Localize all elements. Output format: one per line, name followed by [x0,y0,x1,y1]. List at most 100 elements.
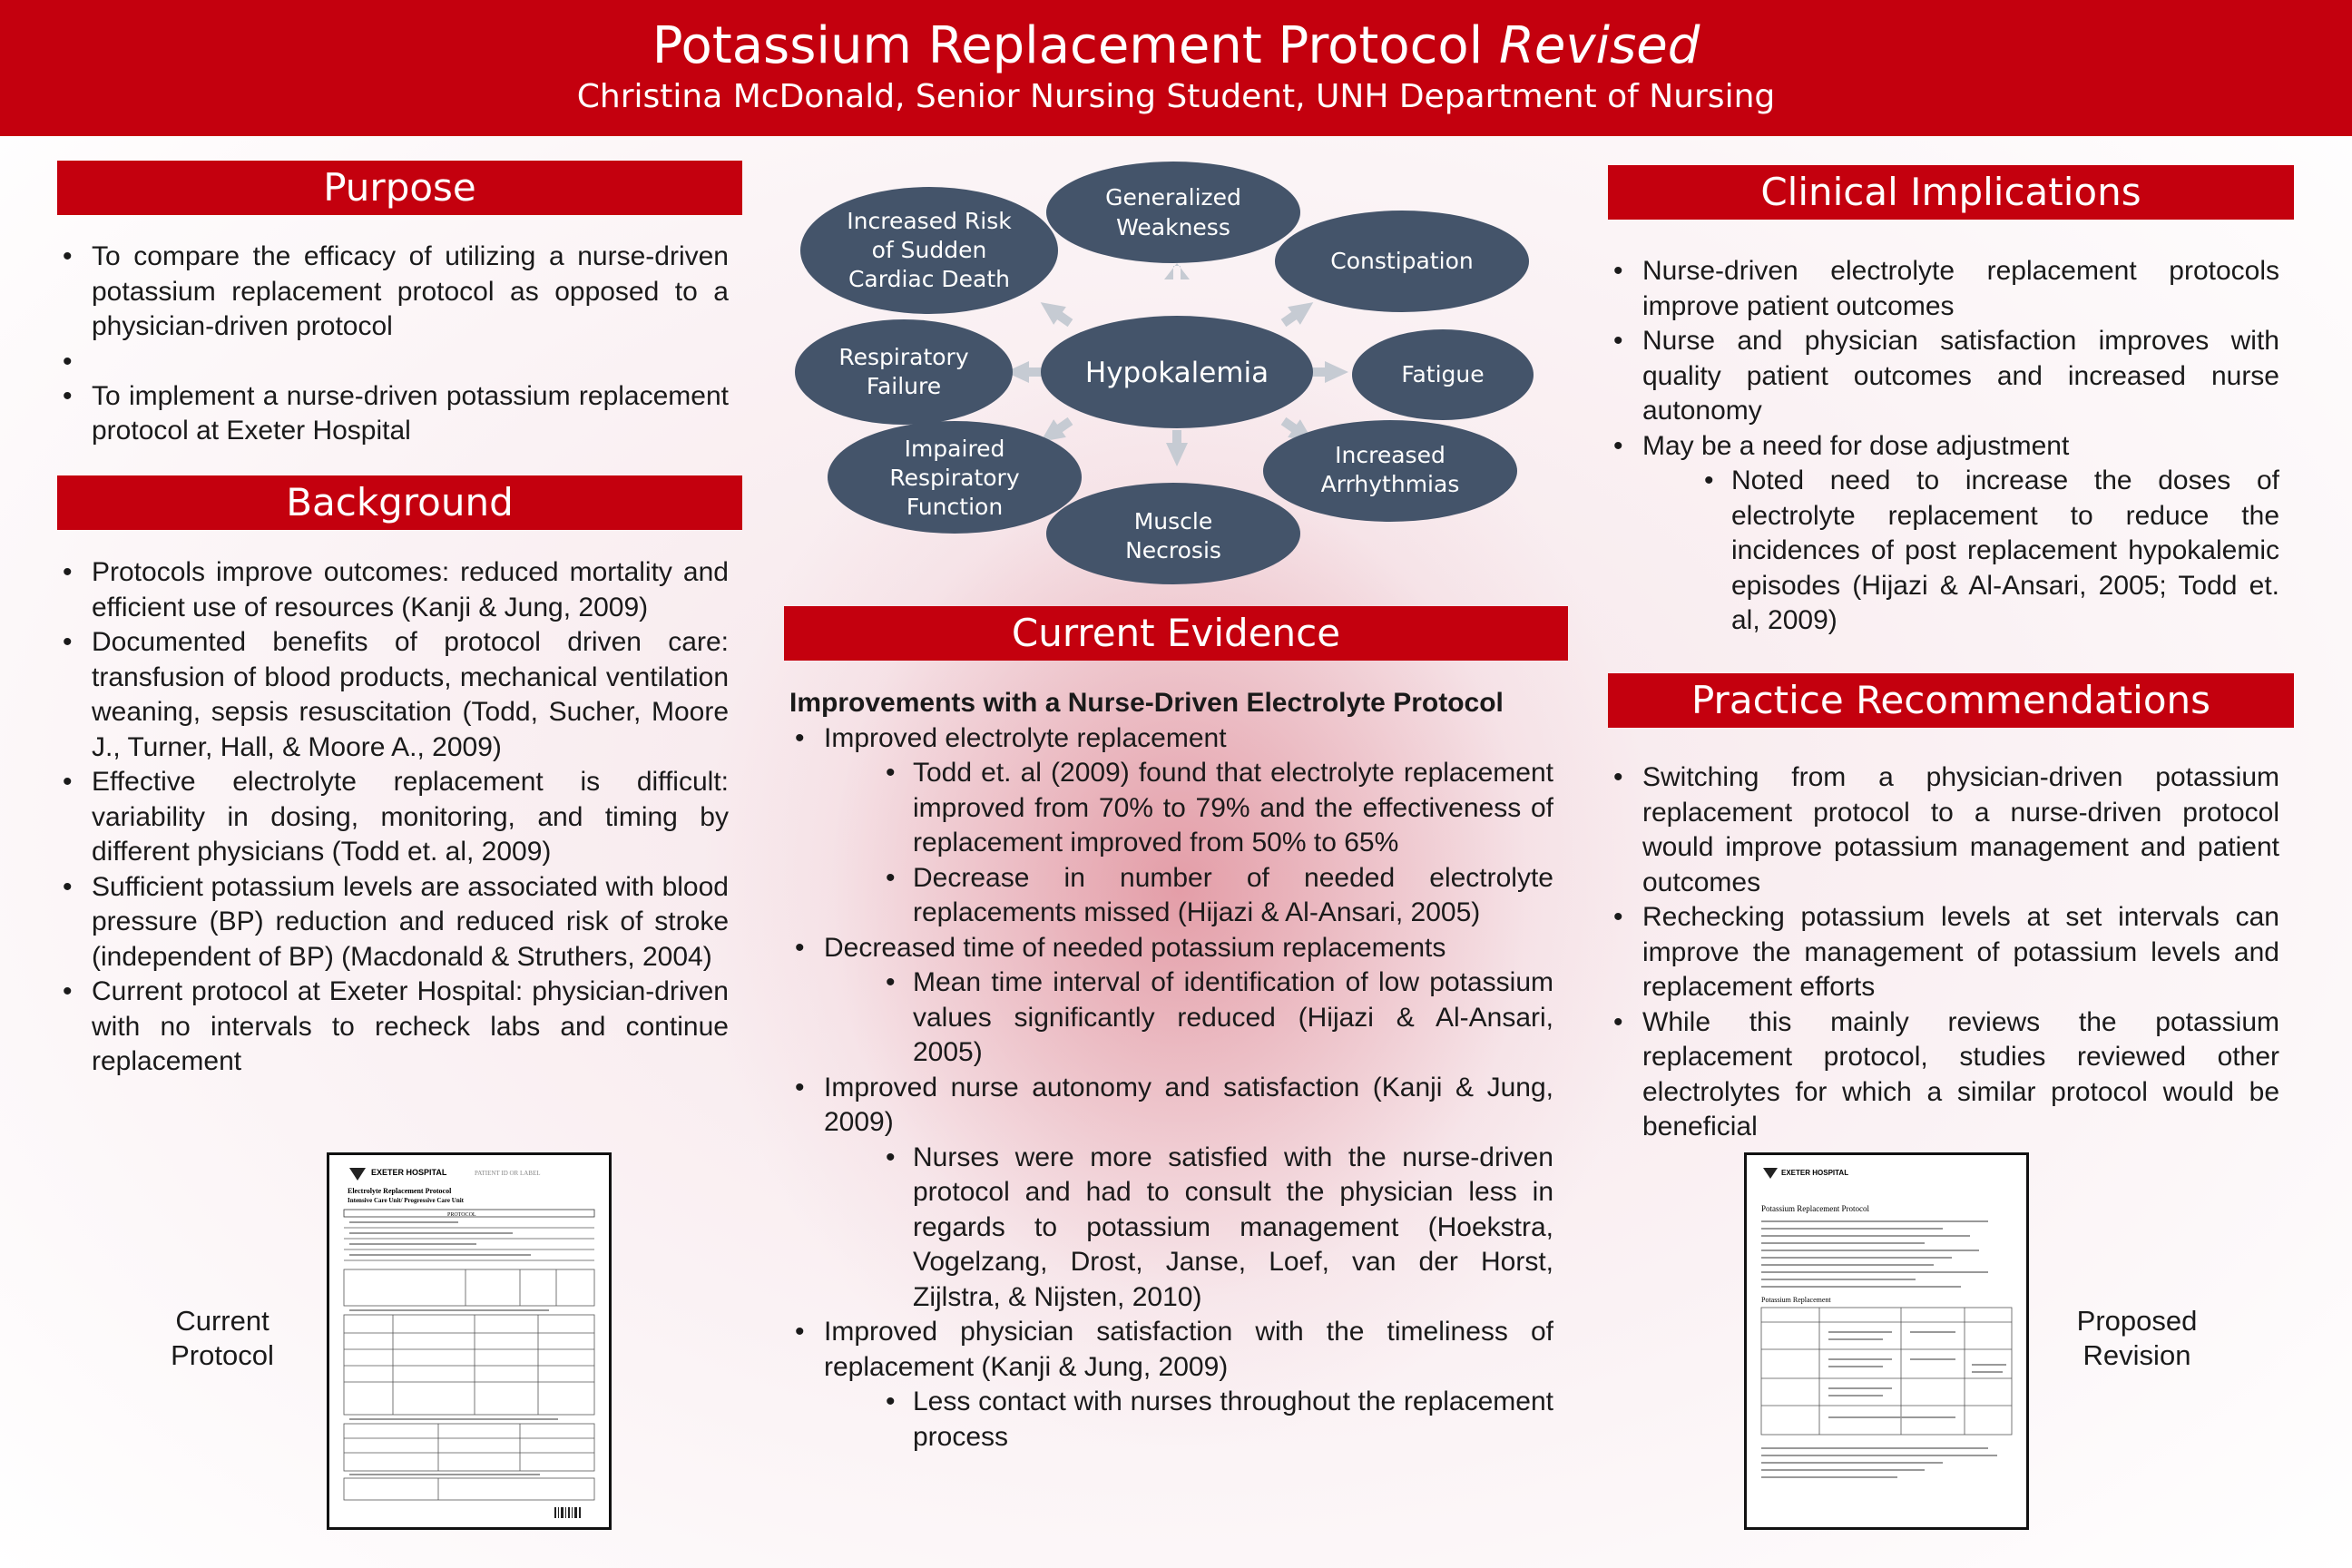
node-respiratory-failure [795,319,1013,425]
doc-table-lines [343,1227,595,1501]
doc-table-header [343,1209,595,1218]
node-label: Fatigue [1401,361,1484,387]
evidence-bullet: Improved nurse autonomy and satisfaction… [789,1071,1553,1316]
header-banner [0,0,2352,136]
bullet-text: Decreased time of needed potassium repla… [824,932,1446,963]
clinical-bullet: Nurse and physician satisfaction improve… [1608,324,2279,429]
background-content: Protocols improve outcomes: reduced mort… [57,555,729,1080]
evidence-bullet: Decreased time of needed potassium repla… [789,931,1553,1071]
evidence-sub-bullet: Mean time interval of identification of … [886,965,1553,1071]
proposed-revision-label: Proposed Revision [2051,1304,2223,1373]
doc-footer-lines [1761,1447,1997,1478]
clinical-sub-bullet: Noted need to increase the doses of elec… [1704,464,2279,639]
clinical-bullet: May be a need for dose adjustment Noted … [1608,429,2279,639]
doc-title: Electrolyte Replacement Protocol [348,1187,452,1195]
center-node [1041,316,1313,428]
evidence-subheading: Improvements with a Nurse-Driven Electro… [789,688,1504,718]
purpose-heading: Purpose [57,161,742,215]
node-label: Weakness [1116,214,1230,240]
node-label: of Sudden [872,237,987,263]
bullet-text: Improved physician satisfaction with the… [824,1317,1553,1382]
arrow-left-icon [1005,361,1042,383]
doc-text-lines [1761,1220,1988,1288]
node-label: Increased Risk [847,208,1012,234]
node-label: Muscle [1134,508,1213,534]
poster-subtitle: Christina McDonald, Senior Nursing Stude… [576,78,1776,115]
poster-title: Potassium Replacement Protocol Revised [652,16,1700,75]
purpose-bullet: To implement a nurse-driven potassium re… [57,379,729,449]
evidence-sub-bullet: Todd et. al (2009) found that electrolyt… [886,756,1553,861]
practice-heading: Practice Recommendations [1608,673,2294,728]
background-bullet: Effective electrolyte replacement is dif… [57,765,729,870]
arrow-right-icon [1312,361,1348,383]
doc-protocol-word: PROTOCOL [447,1212,476,1218]
evidence-heading: Current Evidence [784,606,1568,661]
doc-patient-label: PATIENT ID OR LABEL [475,1170,541,1177]
practice-bullet: Rechecking potassium levels at set inter… [1608,900,2279,1005]
evidence-bullet: Improved electrolyte replacement Todd et… [789,721,1553,931]
node-label: Generalized [1105,184,1241,211]
evidence-bullet: Improved physician satisfaction with the… [789,1315,1553,1455]
diagram-nodes: Hypokalemia Generalized Weakness Constip… [795,162,1534,584]
node-increased-arrhythmias [1263,420,1517,522]
node-label: Respiratory [889,465,1019,491]
bullet-text: Improved nurse autonomy and satisfaction… [824,1072,1553,1138]
node-fatigue [1352,329,1534,420]
node-muscle-necrosis [1046,483,1300,584]
doc-text-lines [349,1221,558,1475]
node-constipation [1275,211,1529,312]
node-impaired-respiratory-function [828,421,1082,534]
arrow-up-icon [1164,263,1190,279]
node-label: Cardiac Death [848,266,1010,292]
clinical-content: Nurse-driven electrolyte replacement pro… [1608,254,2279,639]
center-node-label: Hypokalemia [1085,357,1269,389]
node-label: Respiratory [838,344,968,370]
purpose-bullet: To compare the efficacy of utilizing a n… [57,240,729,345]
node-label: Impaired [905,436,1005,462]
practice-content: Switching from a physician-driven potass… [1608,760,2279,1145]
evidence-sub-bullet: Nurses were more satisfied with the nurs… [886,1141,1553,1316]
label-line: Revision [2082,1339,2191,1371]
arrow-upleft-icon [1040,302,1073,328]
barcode-icon [554,1507,581,1518]
doc-title: Potassium Replacement Protocol [1761,1204,1869,1213]
purpose-content: To compare the efficacy of utilizing a n… [57,240,729,449]
spacer [57,345,729,380]
evidence-sub-bullet: Decrease in number of needed electrolyte… [886,861,1553,931]
doc-unit: Intensive Care Unit/ Progressive Care Un… [348,1197,465,1204]
arrow-down-icon [1166,430,1188,466]
bullet-text: Improved electrolyte replacement [824,722,1227,753]
clinical-bullet: Nurse-driven electrolyte replacement pro… [1608,254,2279,324]
label-line: Protocol [171,1339,274,1371]
current-protocol-document: EXETER HOSPITAL PATIENT ID OR LABEL Elec… [327,1152,612,1530]
proposed-revision-document: EXETER HOSPITAL Potassium Replacement Pr… [1744,1152,2029,1530]
current-protocol-label: Current Protocol [145,1304,299,1373]
node-label: Failure [867,373,941,399]
node-label: Constipation [1330,248,1473,274]
arrow-downleft-icon [1040,416,1073,442]
current-protocol-sheet: EXETER HOSPITAL PATIENT ID OR LABEL Elec… [343,1168,595,1518]
background-heading: Background [57,475,742,530]
hospital-logo-icon [1763,1168,1778,1179]
proposed-revision-sheet: EXETER HOSPITAL Potassium Replacement Pr… [1760,1168,2013,1478]
evidence-sub-bullet: Less contact with nurses throughout the … [886,1385,1553,1455]
background-bullet: Protocols improve outcomes: reduced mort… [57,555,729,625]
background-bullet: Current protocol at Exeter Hospital: phy… [57,975,729,1080]
hypokalemia-diagram: Hypokalemia Generalized Weakness Constip… [795,162,1534,584]
doc-hospital-name: EXETER HOSPITAL [1781,1169,1848,1177]
node-label: Arrhythmias [1321,471,1460,497]
arrow-upright-icon [1280,302,1314,328]
node-label: Increased [1335,442,1446,468]
node-label: Function [906,494,1003,520]
doc-hospital-name: EXETER HOSPITAL [371,1168,447,1177]
background-bullet: Documented benefits of protocol driven c… [57,625,729,765]
node-sudden-cardiac-death [800,187,1058,314]
label-line: Proposed [2076,1305,2198,1337]
node-generalized-weakness [1046,162,1300,263]
background-bullet: Sufficient potassium levels are associat… [57,870,729,975]
practice-bullet: Switching from a physician-driven potass… [1608,760,2279,900]
doc-table-lines [1760,1307,2013,1436]
doc-section-title: Potassium Replacement [1761,1296,1831,1304]
node-label: Necrosis [1125,537,1221,564]
doc-table-text [1828,1331,2006,1418]
